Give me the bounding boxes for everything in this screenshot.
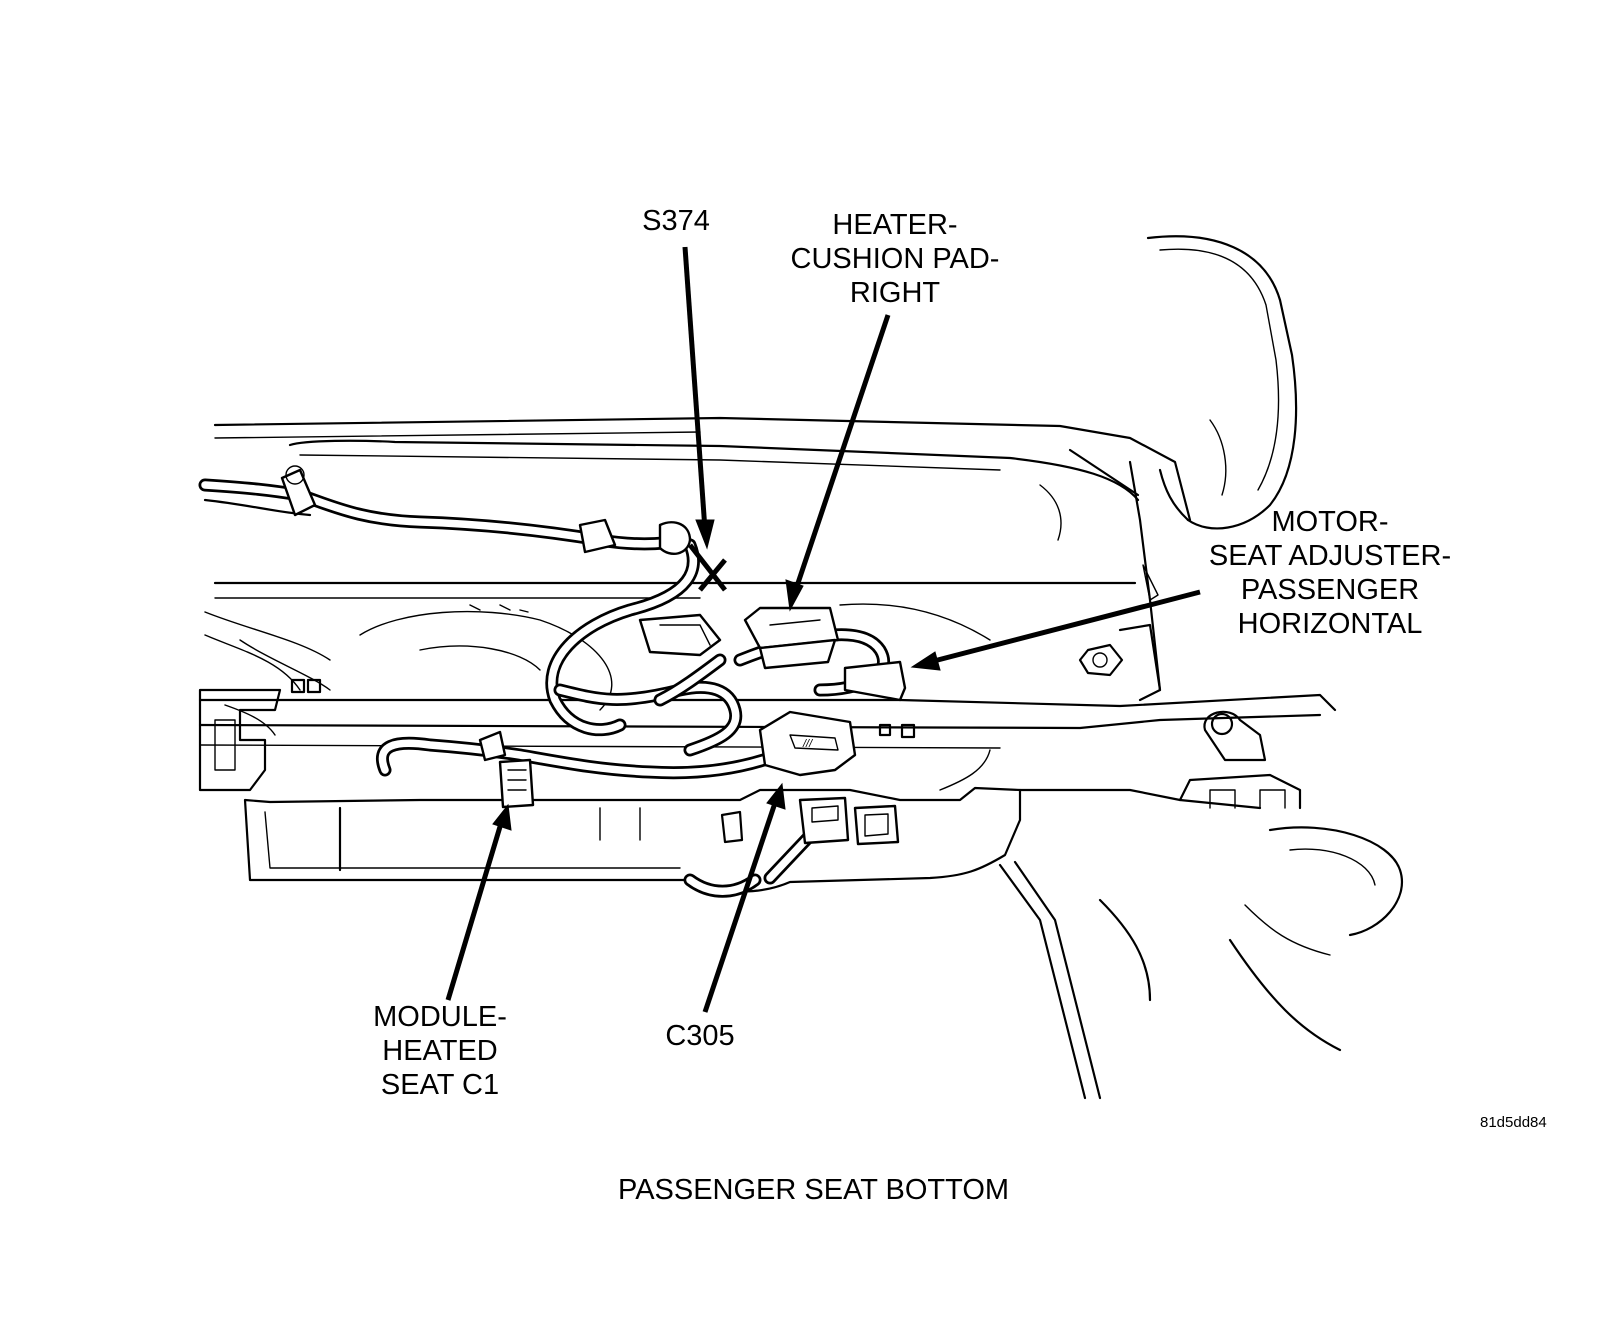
motor-label-line-1: MOTOR-: [1271, 506, 1389, 538]
reference-code: 81d5dd84: [1480, 1114, 1547, 1131]
motor-leader: [929, 589, 1201, 665]
heater-label-line-2: CUSHION PAD-: [790, 243, 1000, 275]
c305-label-line: C305: [665, 1020, 735, 1052]
motor-seat-adjuster-label: MOTOR- SEAT ADJUSTER- PASSENGER HORIZONT…: [1190, 505, 1470, 641]
motor-connector: [843, 660, 907, 702]
motor-label-line-3: PASSENGER: [1240, 574, 1420, 606]
s374-label: S374: [626, 204, 726, 238]
c305-label: C305: [645, 1019, 755, 1053]
motor-label-line-4: HORIZONTAL: [1237, 608, 1423, 640]
module-label-line-1: MODULE-: [373, 1001, 507, 1033]
pad-connector-left: [638, 613, 722, 657]
leader-arrows: [445, 246, 1201, 1013]
wire-harness: [198, 478, 890, 898]
module-c1-connector: [498, 758, 535, 809]
inline-connector: [578, 518, 617, 554]
module-heated-seat-label: MODULE- HEATED SEAT C1: [350, 1000, 530, 1102]
module-c1-leader: [445, 819, 505, 1001]
heater-cushion-pad-label: HEATER- CUSHION PAD- RIGHT: [775, 208, 1015, 310]
heater-pad-leader: [792, 314, 891, 593]
s374-label-line: S374: [642, 205, 710, 237]
seat-back-cushion: [1146, 235, 1298, 530]
heater-label-line-1: HEATER-: [832, 209, 958, 241]
motor-label-line-2: SEAT ADJUSTER-: [1208, 540, 1452, 572]
svg-text:///: ///: [802, 738, 813, 750]
heater-label-line-3: RIGHT: [849, 277, 941, 309]
diagram-caption: PASSENGER SEAT BOTTOM: [618, 1174, 1010, 1206]
c305-leader: [702, 799, 779, 1013]
splice-grommet: [658, 521, 692, 556]
module-label-line-3: SEAT C1: [380, 1069, 500, 1101]
heater-pad-connector: [743, 606, 840, 650]
s374-splice-mark: [688, 543, 727, 592]
harness-connectors: ///: [280, 465, 907, 846]
harness-clip: [280, 468, 317, 517]
s374-leader: [682, 246, 708, 531]
module-label-line-2: HEATED: [382, 1035, 498, 1067]
c305-connector: [758, 710, 857, 777]
